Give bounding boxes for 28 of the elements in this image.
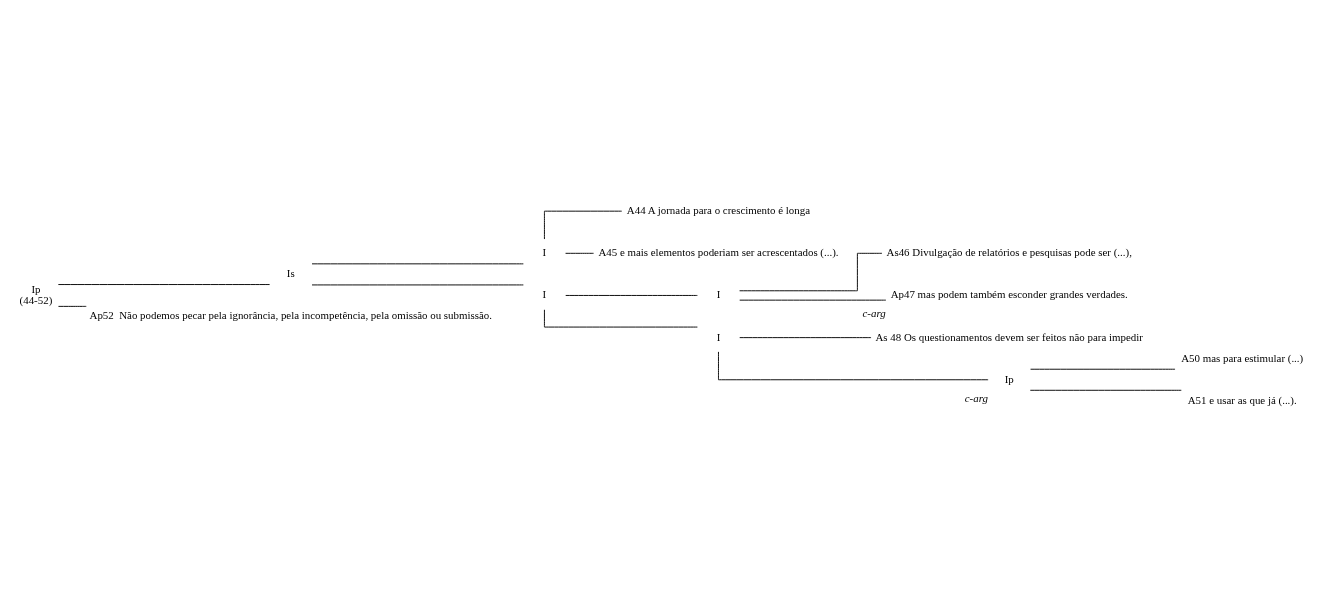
node-text: A51 e usar as que já (...). <box>1187 393 1297 406</box>
node-text: I <box>542 287 547 300</box>
node-text: A50 mas para estimular (...) <box>1181 351 1304 364</box>
connector <box>739 252 883 291</box>
node-label: c-arg <box>862 306 886 319</box>
connector <box>57 283 271 285</box>
node-text: Ap47 mas podem também esconder grandes verdades. <box>890 287 1128 300</box>
connector <box>565 294 698 296</box>
node-text: A45 e mais elementos poderiam ser acrescentados (...). <box>598 245 839 258</box>
connector <box>1029 389 1182 391</box>
connector <box>718 350 989 380</box>
node-text: Ip <box>1004 372 1014 385</box>
connector <box>739 336 872 338</box>
connector <box>58 305 87 307</box>
node-text: I <box>542 245 547 258</box>
node-text: Ip (44-52) <box>19 282 53 306</box>
node-text: As46 Divulgação de relatórios e pesquisas pode ser (...), <box>886 245 1132 258</box>
connector <box>543 210 623 239</box>
node-text: Ap52 Não podemos pecar pela ignorância, pela incompetência, pela omissão ou submissão. <box>89 308 493 321</box>
node-text: As 48 Os questionamentos devem ser feitos não para impedir <box>875 330 1143 342</box>
connector <box>543 308 698 328</box>
connector <box>1030 368 1176 370</box>
node-text: I <box>716 330 721 342</box>
node-text: I <box>716 287 721 300</box>
connector <box>565 252 595 254</box>
node-text: A44 A jornada para o crescimento é longa <box>626 203 811 216</box>
node-text: Is <box>286 266 295 279</box>
node-label: c-arg <box>964 391 988 404</box>
